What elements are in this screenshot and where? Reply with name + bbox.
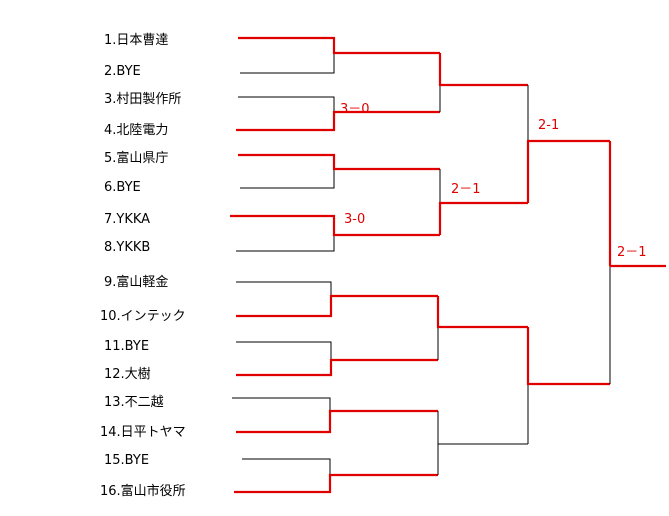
score-champion: 2－1 xyxy=(617,245,647,260)
team-4-label: 4.北陸電力 xyxy=(104,122,168,138)
sf1-winner-line xyxy=(526,139,610,203)
r1-m5-winner-line xyxy=(236,294,438,318)
team-5-label: 5.富山県庁 xyxy=(104,150,168,166)
team-9-label: 9.富山軽金 xyxy=(104,274,168,290)
r1-m4-winner-line xyxy=(230,214,440,237)
semifinal-lines xyxy=(526,85,610,444)
score-qf2: 3-0 xyxy=(344,212,365,227)
team-1-label: 1.日本曹達 xyxy=(104,33,168,48)
r1-m8-winner-line xyxy=(234,473,438,494)
team-11-label: 11.BYE xyxy=(104,339,149,354)
r1-m2-winner-line xyxy=(236,110,440,132)
team-10-label: 10.インテック xyxy=(100,309,186,324)
r1-m1-winner-line xyxy=(238,36,440,55)
r1-m1-loser-line xyxy=(240,53,335,74)
final-lines xyxy=(608,141,666,384)
team-7-label: 7.YKKA xyxy=(104,212,150,227)
r1-m3-winner-line xyxy=(238,153,440,171)
score-final-left: 2-1 xyxy=(538,118,559,133)
r1-m6-loser-line xyxy=(236,341,332,360)
team-labels: 1.日本曹達 2.BYE 3.村田製作所 4.北陸電力 5.富山県庁 6.BYE… xyxy=(100,33,186,499)
team-15-label: 15.BYE xyxy=(104,453,149,468)
team-16-label: 16.富山市役所 xyxy=(100,483,186,499)
r2-m1-winner-line xyxy=(438,53,528,87)
round-2-lines xyxy=(436,53,528,475)
r1-m4-loser-line xyxy=(236,235,335,252)
score-labels: 3－0 3-0 2－1 2-1 2－1 xyxy=(340,102,647,260)
team-2-label: 2.BYE xyxy=(104,64,141,79)
r1-m7-winner-line xyxy=(236,409,438,434)
sf2-winner-line xyxy=(526,327,610,386)
team-6-label: 6.BYE xyxy=(104,180,141,195)
r1-m7-loser-line xyxy=(232,397,331,411)
r1-m6-winner-line xyxy=(236,358,438,377)
r1-m8-loser-line xyxy=(242,458,331,475)
r2-m2-winner-line xyxy=(438,201,528,235)
r1-m5-loser-line xyxy=(236,281,332,296)
team-8-label: 8.YKKB xyxy=(104,240,150,255)
score-sf1: 2－1 xyxy=(451,182,481,197)
team-3-label: 3.村田製作所 xyxy=(104,92,181,107)
score-qf1: 3－0 xyxy=(340,102,370,117)
round-1-lines xyxy=(230,36,440,494)
team-13-label: 13.不二越 xyxy=(104,395,164,410)
r1-m3-loser-line xyxy=(240,169,335,189)
team-14-label: 14.日平トヤマ xyxy=(100,425,186,440)
team-12-label: 12.大樹 xyxy=(104,367,151,382)
r2-m3-winner-line xyxy=(436,296,528,329)
r1-m2-loser-line xyxy=(238,96,335,112)
